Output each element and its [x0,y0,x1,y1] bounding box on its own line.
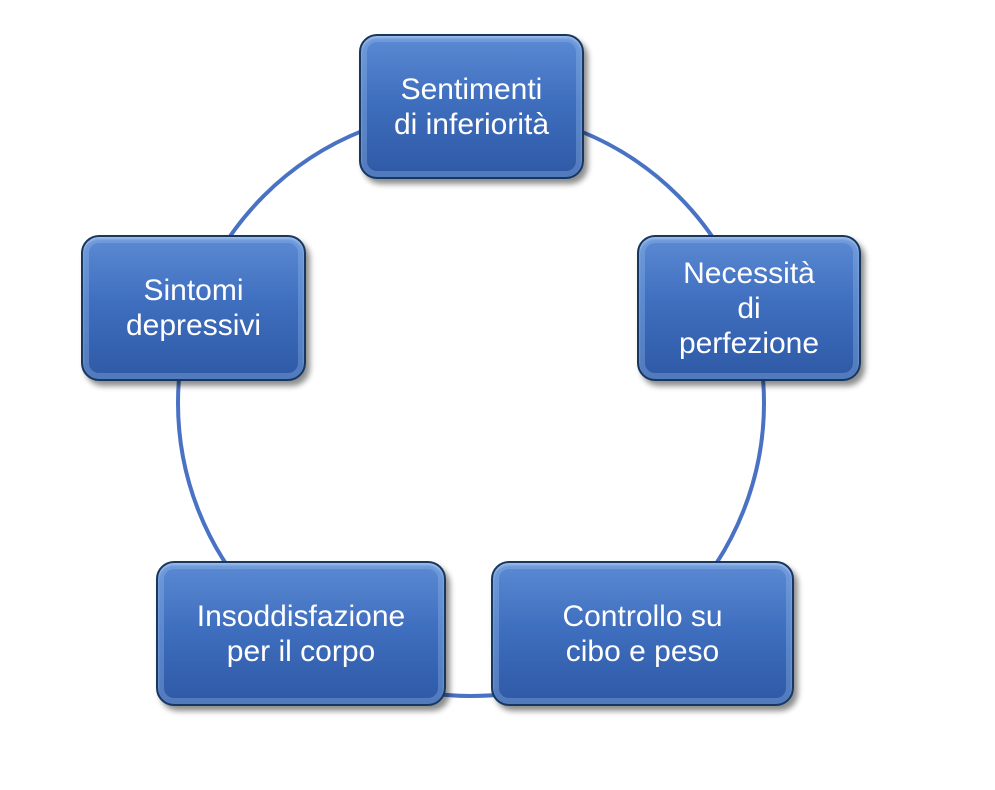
node-necessita-di-perfezione: Necessità di perfezione [637,235,861,381]
node-sentimenti-di-inferiorita: Sentimenti di inferiorità [359,34,584,179]
node-label: Insoddisfazione per il corpo [196,599,406,668]
node-sintomi-depressivi: Sintomi depressivi [81,235,306,381]
node-label: Sintomi depressivi [125,274,262,342]
node-label: Controllo su cibo e peso [562,599,723,668]
node-controllo-su-cibo-e-peso: Controllo su cibo e peso [491,561,794,706]
node-label: Necessità di perfezione [678,256,820,360]
node-insoddisfazione-per-il-corpo: Insoddisfazione per il corpo [156,561,446,706]
node-label: Sentimenti di inferiorità [393,72,550,141]
